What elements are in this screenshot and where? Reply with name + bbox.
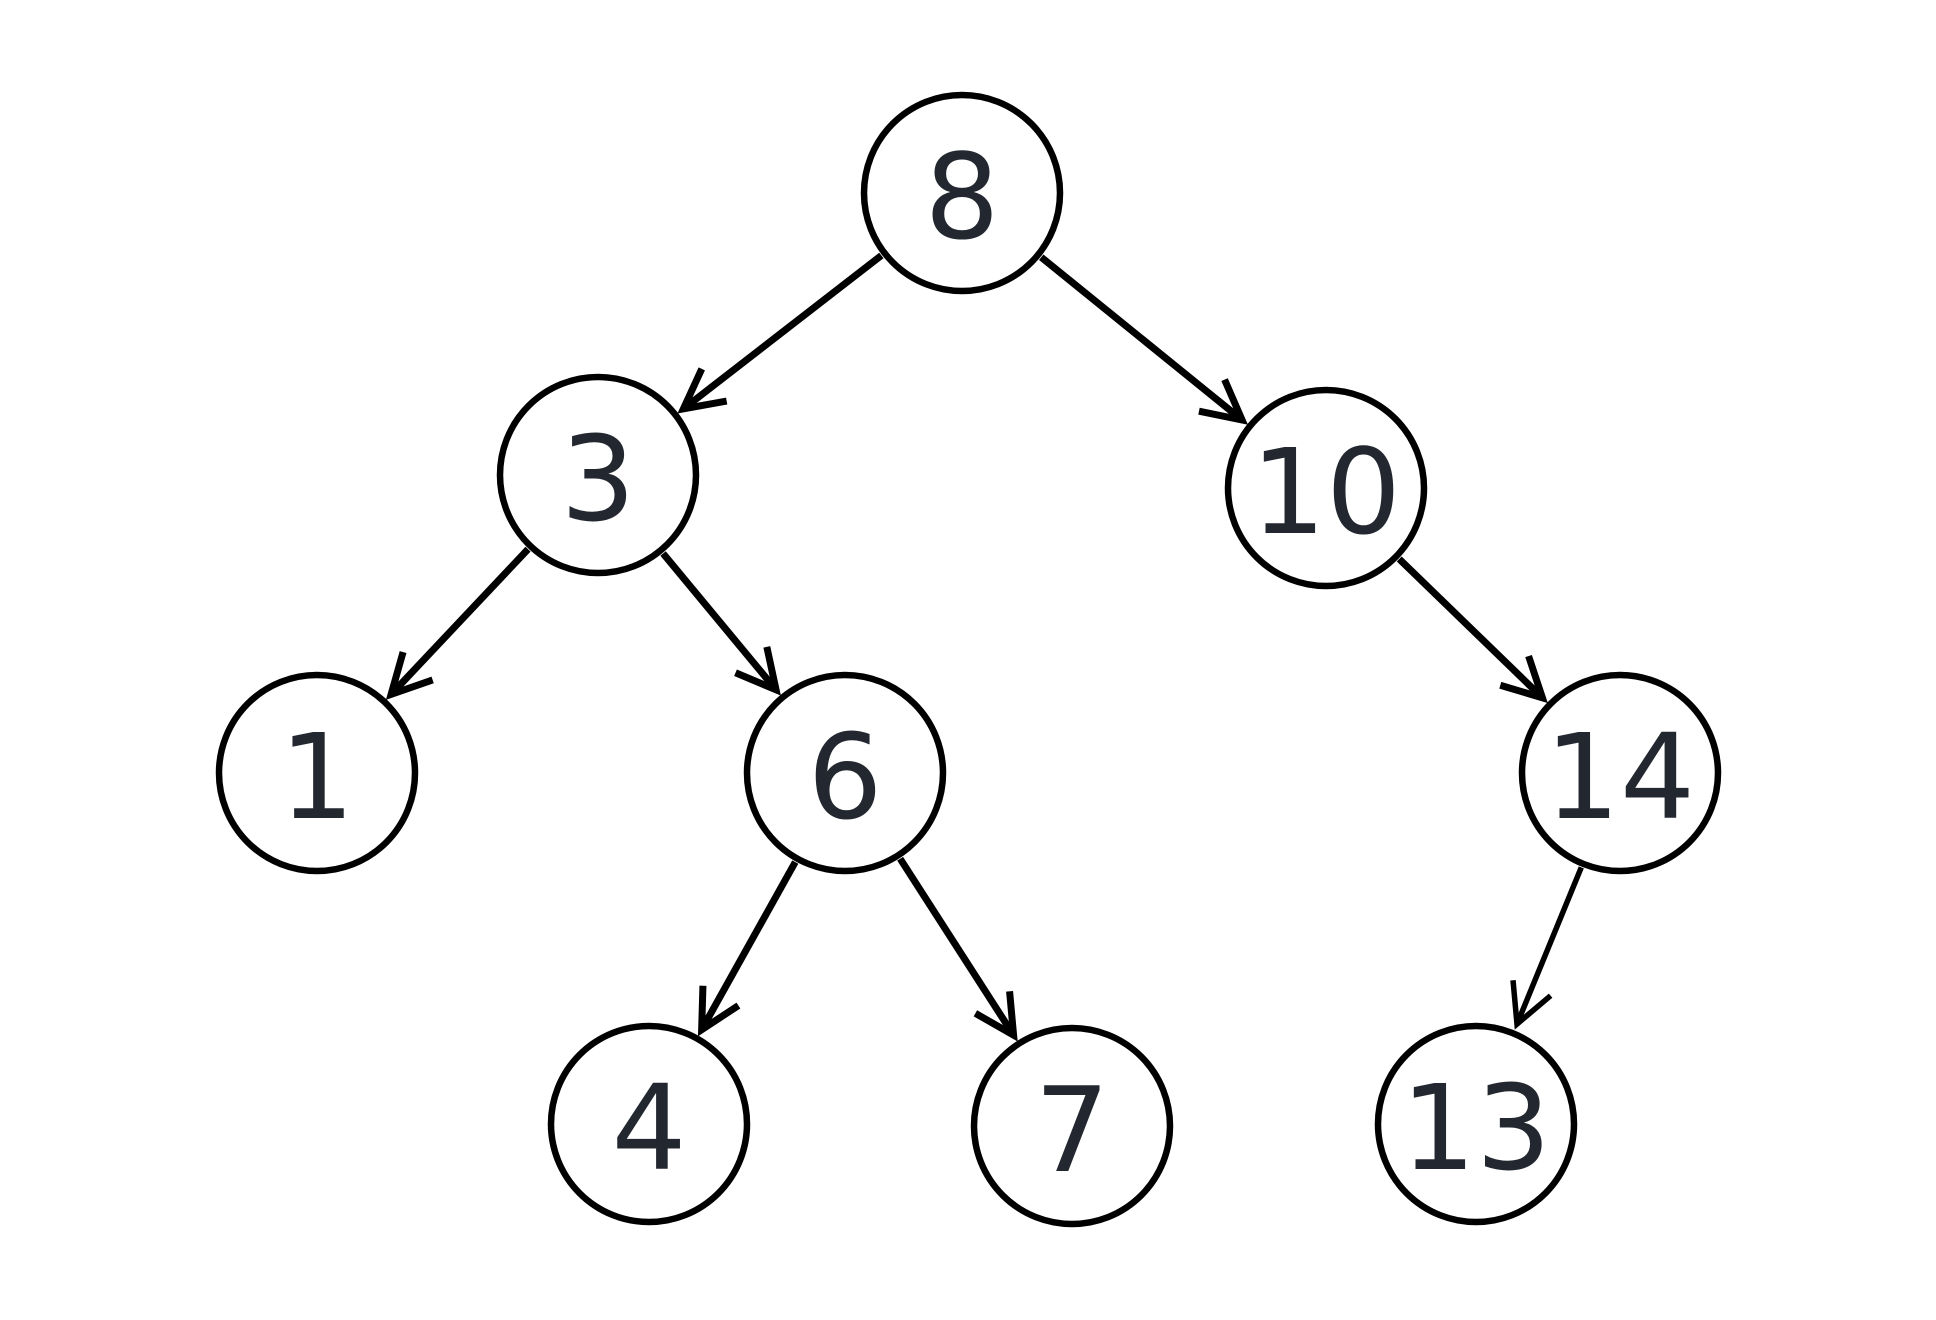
tree-edge-8-to-3 bbox=[677, 252, 884, 414]
arrow-head-icon bbox=[1499, 654, 1548, 704]
tree-edge-6-to-4 bbox=[697, 860, 799, 1037]
arrow-head-icon bbox=[1510, 980, 1553, 1030]
tree-edge-3-to-1 bbox=[385, 546, 531, 700]
tree-node-7[interactable]: 7 bbox=[970, 1024, 1174, 1228]
tree-edge-3-to-6 bbox=[660, 551, 781, 696]
arrow-head-icon bbox=[973, 991, 1018, 1042]
edge-line bbox=[660, 551, 779, 693]
arrow-head-icon bbox=[734, 646, 781, 696]
tree-node-4[interactable]: 4 bbox=[547, 1022, 751, 1226]
node-label: 14 bbox=[1545, 708, 1695, 846]
edge-line bbox=[1396, 556, 1545, 701]
node-circle[interactable] bbox=[1374, 1022, 1578, 1226]
node-circle[interactable] bbox=[970, 1024, 1174, 1228]
node-label: 10 bbox=[1251, 423, 1401, 561]
arrow-head-icon bbox=[677, 367, 728, 414]
nodes-layer: 8 3 10 1 6 14 4 7 13 bbox=[215, 91, 1722, 1228]
node-label: 1 bbox=[279, 708, 354, 846]
tree-edge-10-to-14 bbox=[1396, 556, 1548, 704]
node-label: 7 bbox=[1034, 1061, 1109, 1199]
tree-node-8[interactable]: 8 bbox=[860, 91, 1064, 295]
edge-line bbox=[1039, 254, 1245, 423]
tree-node-3[interactable]: 3 bbox=[496, 373, 700, 577]
node-label: 3 bbox=[560, 410, 635, 548]
node-circle[interactable] bbox=[547, 1022, 751, 1226]
tree-node-1[interactable]: 1 bbox=[215, 671, 419, 875]
edge-line bbox=[698, 860, 799, 1032]
arrow-head-icon bbox=[1198, 378, 1248, 425]
node-label: 6 bbox=[807, 708, 882, 846]
arrow-head-icon bbox=[385, 651, 434, 700]
edges-layer bbox=[385, 252, 1584, 1042]
tree-node-14[interactable]: 14 bbox=[1518, 671, 1722, 875]
node-label: 13 bbox=[1401, 1059, 1551, 1197]
node-circle[interactable] bbox=[1224, 386, 1428, 590]
node-label: 4 bbox=[611, 1059, 686, 1197]
edge-line bbox=[388, 546, 531, 697]
tree-node-13[interactable]: 13 bbox=[1374, 1022, 1578, 1226]
node-circle[interactable] bbox=[496, 373, 700, 577]
node-circle[interactable] bbox=[215, 671, 419, 875]
node-circle[interactable] bbox=[1518, 671, 1722, 875]
node-circle[interactable] bbox=[860, 91, 1064, 295]
edge-line bbox=[681, 252, 884, 412]
tree-edge-14-to-13 bbox=[1510, 866, 1584, 1030]
node-label: 8 bbox=[924, 128, 999, 266]
node-circle[interactable] bbox=[743, 671, 947, 875]
tree-node-6[interactable]: 6 bbox=[743, 671, 947, 875]
tree-edge-6-to-7 bbox=[897, 856, 1018, 1042]
edge-line bbox=[897, 856, 1017, 1038]
arrow-head-icon bbox=[697, 985, 741, 1037]
tree-node-10[interactable]: 10 bbox=[1224, 386, 1428, 590]
tree-edge-8-to-10 bbox=[1039, 254, 1248, 425]
edge-line bbox=[1514, 866, 1584, 1026]
